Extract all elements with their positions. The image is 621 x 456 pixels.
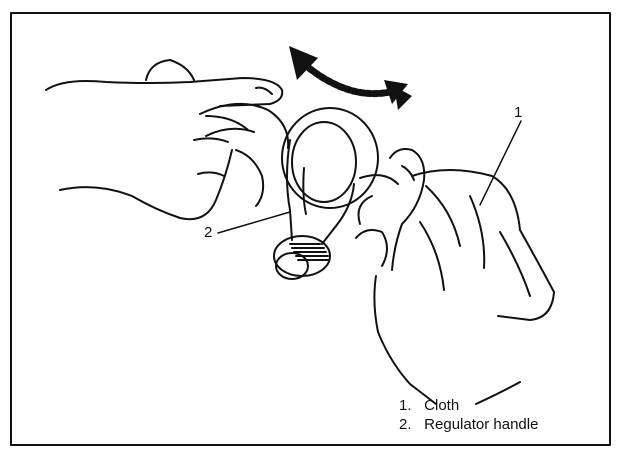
callout-number-2: 2 [204, 224, 212, 241]
legend-label: Cloth [424, 397, 459, 414]
legend-item: 2. Regulator handle [399, 415, 538, 434]
right-hand [356, 149, 520, 404]
leader-line-1 [480, 121, 521, 205]
handle-knob [274, 236, 330, 279]
legend-label: Regulator handle [424, 416, 538, 433]
legend-number: 2. [399, 415, 420, 434]
cloth-right [360, 170, 554, 320]
left-hand [46, 60, 282, 219]
callout-number-1: 1 [514, 104, 522, 121]
rotation-arrow-icon [289, 46, 412, 110]
leader-line-2 [218, 212, 290, 233]
legend-number: 1. [399, 396, 420, 415]
legend-item: 1. Cloth [399, 396, 538, 415]
legend: 1. Cloth 2. Regulator handle [399, 396, 538, 434]
